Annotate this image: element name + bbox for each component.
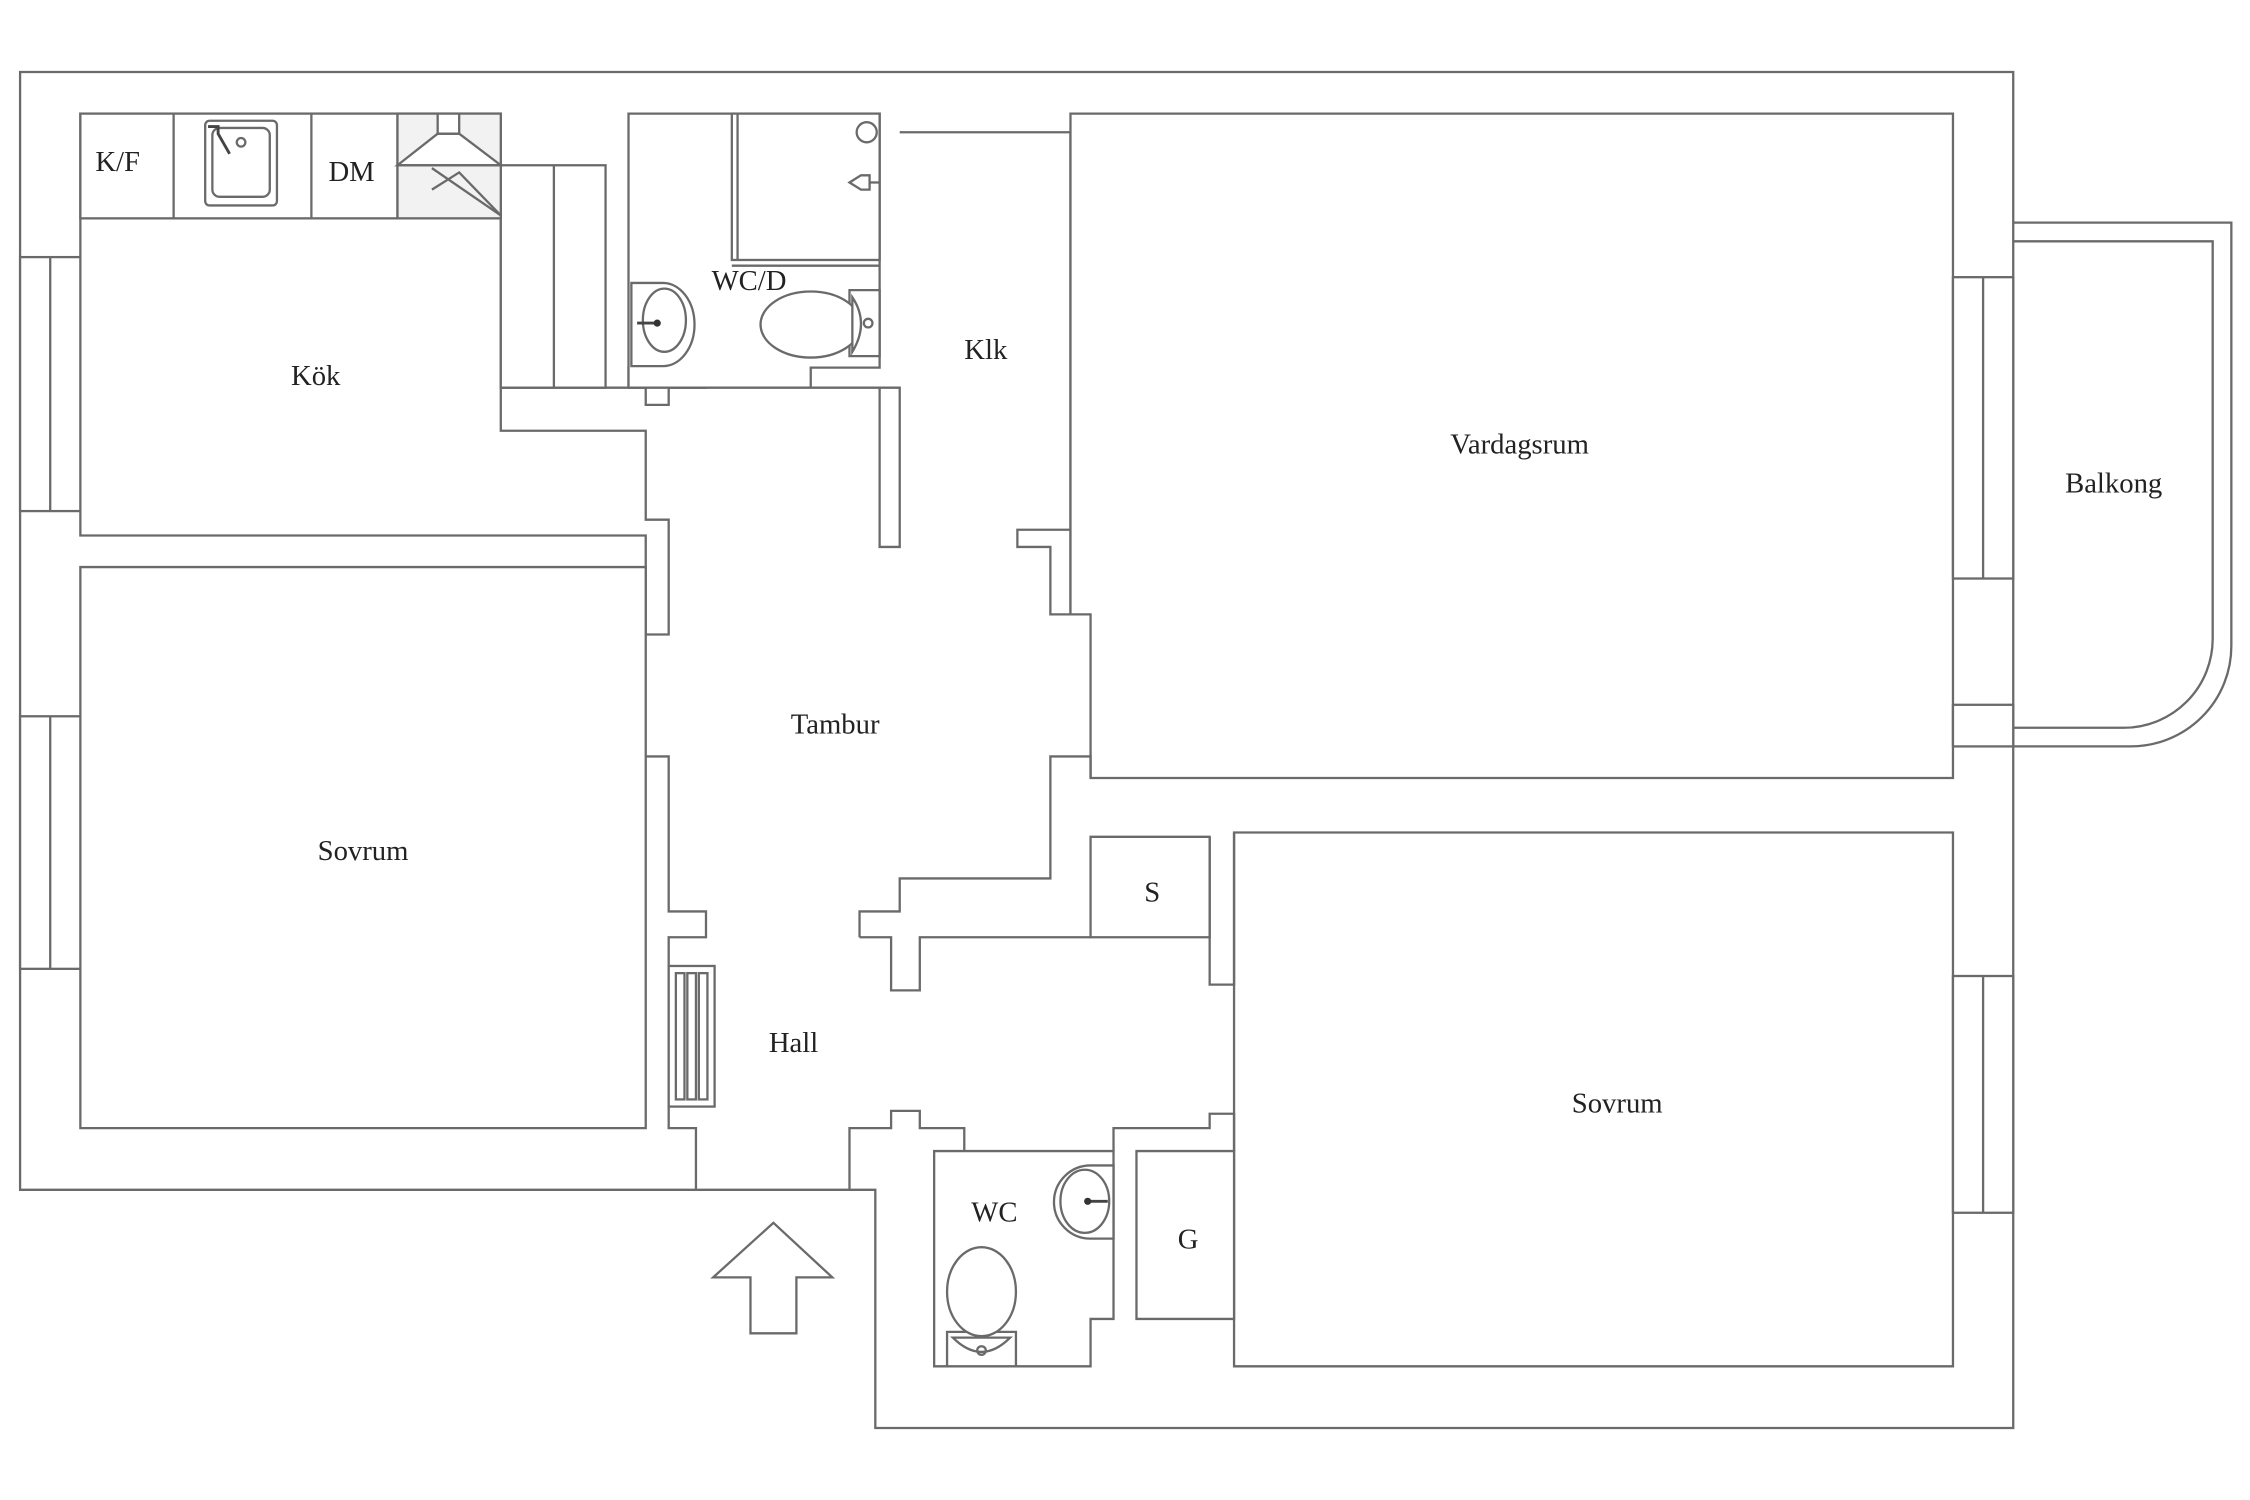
kitchen-sink-icon bbox=[204, 119, 279, 207]
entrance-arrow-icon bbox=[710, 1221, 836, 1335]
wash-basin-icon bbox=[630, 281, 696, 368]
wardrobe-g bbox=[1135, 1149, 1236, 1321]
label-wc: WC bbox=[971, 1196, 1017, 1228]
label-sovrum-right: Sovrum bbox=[1572, 1087, 1663, 1119]
label-balkong: Balkong bbox=[2065, 467, 2162, 499]
label-wcd: WC/D bbox=[712, 265, 787, 297]
kitchen-counter bbox=[79, 112, 607, 389]
toilet-icon bbox=[945, 1246, 1018, 1368]
storage-front-wall bbox=[859, 936, 1091, 992]
label-g: G bbox=[1178, 1224, 1199, 1256]
label-vardagsrum: Vardagsrum bbox=[1450, 429, 1589, 461]
balcony-outer bbox=[2013, 221, 2233, 748]
storage-side-wall bbox=[1208, 832, 1236, 986]
range-hood-icon bbox=[394, 112, 505, 220]
label-s: S bbox=[1144, 876, 1160, 908]
wcd-fixtures bbox=[630, 112, 881, 368]
label-tambur: Tambur bbox=[791, 708, 880, 740]
tambur-wall-segment bbox=[645, 755, 708, 1190]
label-sovrum-left: Sovrum bbox=[318, 835, 409, 867]
wash-basin-icon bbox=[1052, 1164, 1115, 1240]
hall-walls bbox=[645, 755, 1236, 1190]
label-hall: Hall bbox=[769, 1027, 818, 1059]
room-labels: K/F DM Kök WC/D Klk Vardagsrum Balkong T… bbox=[95, 146, 2162, 1256]
hall-closet-wall bbox=[858, 755, 1092, 938]
balcony bbox=[2013, 221, 2233, 748]
label-kf: K/F bbox=[95, 146, 140, 178]
label-klk: Klk bbox=[964, 334, 1008, 366]
living-room bbox=[1069, 112, 1955, 780]
windows bbox=[18, 255, 2015, 1214]
label-dm: DM bbox=[328, 156, 374, 188]
label-kok: Kök bbox=[291, 360, 341, 392]
toilet-icon bbox=[759, 288, 881, 359]
wc-fixtures bbox=[945, 1164, 1115, 1368]
bedroom-door-stub bbox=[1112, 1112, 1236, 1152]
balcony-inner bbox=[2013, 240, 2214, 729]
balcony-door-gap bbox=[1951, 703, 2015, 748]
radiator-icon bbox=[667, 964, 716, 1108]
wc-top-wall bbox=[848, 1109, 966, 1190]
